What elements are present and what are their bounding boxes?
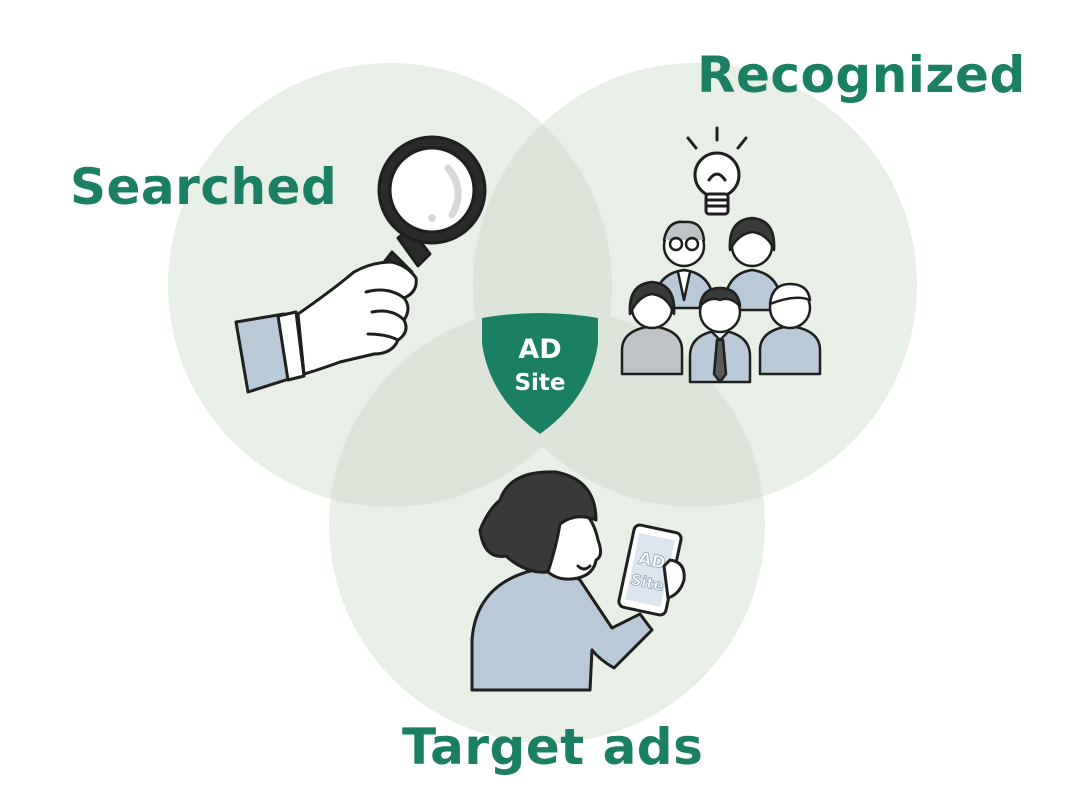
overlap-recognized-target — [473, 307, 765, 507]
center-ad-text: AD — [518, 334, 561, 365]
center-site-text: Site — [514, 370, 565, 396]
venn-circles — [168, 63, 917, 743]
lightbulb-icon — [686, 126, 748, 216]
people-group-icon — [620, 216, 822, 384]
center-ad-site-badge: AD Site — [482, 313, 598, 434]
label-target-ads: Target ads — [402, 718, 704, 776]
label-recognized: Recognized — [697, 46, 1026, 104]
label-searched: Searched — [70, 158, 338, 216]
magnifier-hand-icon — [234, 135, 487, 394]
woman-with-phone-icon: AD Site — [470, 470, 686, 692]
